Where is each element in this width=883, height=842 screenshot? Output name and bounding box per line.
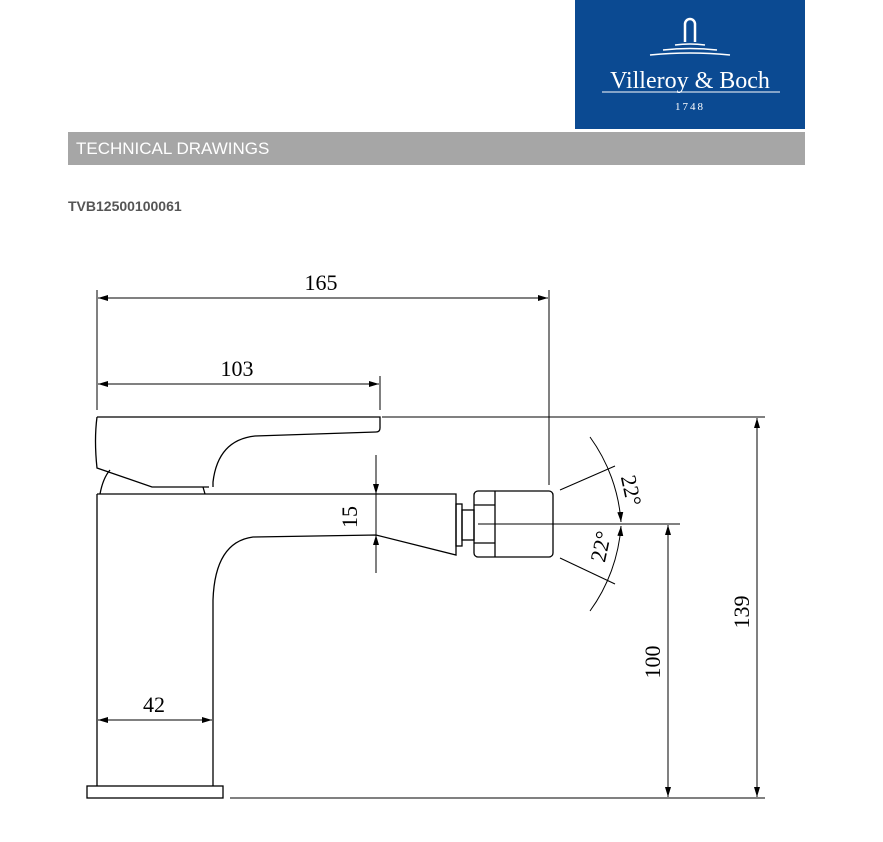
dim-angle-up: 22° — [616, 473, 647, 508]
product-code: TVB12500100061 — [68, 198, 182, 214]
faucet-outline — [86, 416, 765, 799]
villeroy-boch-logo-icon: Villeroy & Boch 1748 — [602, 17, 780, 113]
section-title: TECHNICAL DRAWINGS — [76, 139, 270, 158]
dim-lever-length: 103 — [221, 356, 254, 381]
brand-year: 1748 — [675, 101, 705, 113]
dim-total-length: 165 — [305, 270, 338, 295]
section-header-bar: TECHNICAL DRAWINGS — [68, 132, 805, 165]
dim-outlet-height: 100 — [640, 646, 665, 679]
dim-angle-down: 22° — [585, 529, 616, 564]
dim-total-height: 139 — [729, 596, 754, 629]
dim-body-width: 42 — [143, 692, 165, 717]
dimension-lines — [96, 290, 765, 797]
brand-name: Villeroy & Boch — [610, 68, 770, 94]
dim-spout-height: 15 — [337, 506, 362, 528]
brand-logo: Villeroy & Boch 1748 — [575, 0, 805, 129]
